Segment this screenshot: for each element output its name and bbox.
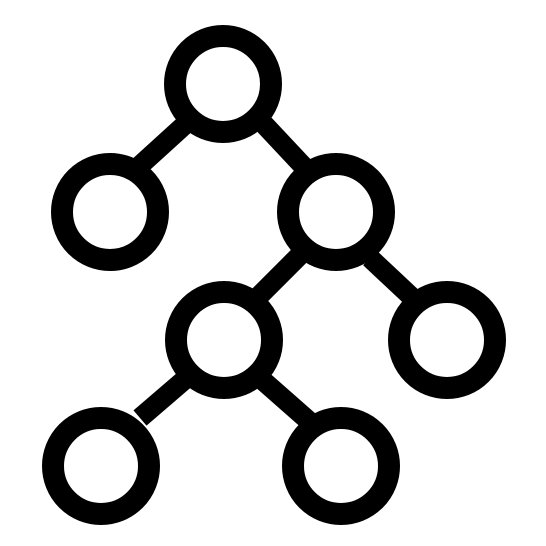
edge-lower-right — [253, 370, 317, 430]
node-right — [277, 153, 395, 271]
node-bottom-right — [282, 407, 400, 525]
node-far-right — [388, 281, 506, 399]
node-bottom-left — [42, 407, 160, 525]
edge-mid-left — [247, 247, 308, 308]
node-left — [51, 153, 169, 271]
edge-root-right — [252, 113, 313, 175]
node-root — [164, 25, 282, 143]
tree-nodes — [42, 25, 506, 525]
edge-root-left — [128, 112, 197, 178]
node-mid — [165, 281, 283, 399]
tree-edges — [128, 112, 425, 430]
edge-lower-left — [133, 367, 197, 426]
